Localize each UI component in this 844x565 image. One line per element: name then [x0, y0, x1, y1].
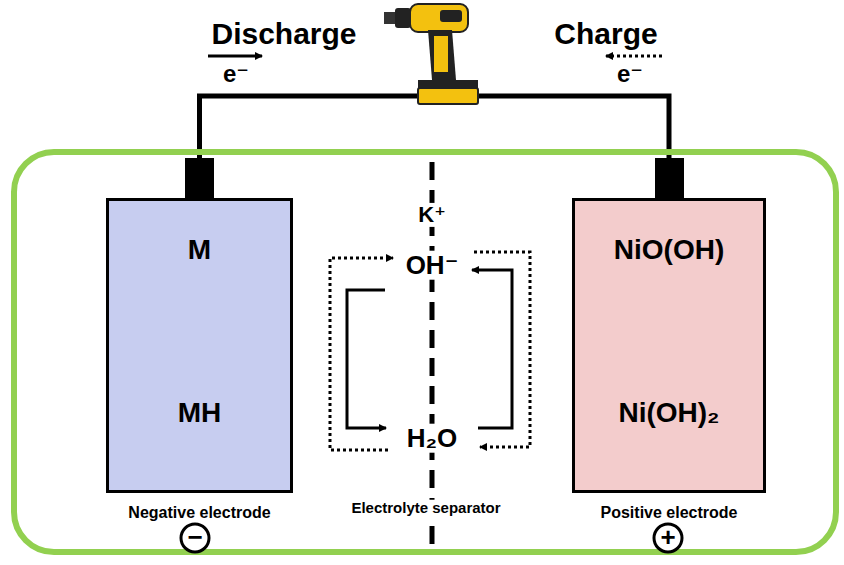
charge-arrow: [606, 55, 662, 58]
polarity-sign: −: [187, 523, 202, 552]
external-wire: [200, 96, 670, 198]
electrode-name: Positive electrode: [601, 504, 738, 522]
electron-label: e⁻: [617, 61, 643, 87]
discharge-loop: [472, 270, 512, 428]
ion-label: K⁺: [415, 203, 449, 227]
phase-label: Discharge: [211, 17, 356, 50]
negative-electrode: MMHNegative electrode: [106, 198, 293, 493]
chemical-species: M: [188, 234, 211, 266]
polarity-sign: +: [660, 523, 675, 552]
phase-label: Charge: [554, 17, 657, 50]
battery-casing: [14, 152, 836, 552]
chemical-species: MH: [178, 397, 222, 429]
electron-label: e⁻: [223, 61, 249, 87]
discharge-loop: [347, 290, 386, 428]
separator-label: Electrolyte separator: [348, 500, 503, 517]
positive-terminal: [655, 158, 684, 200]
chemical-species: NiO(OH): [614, 234, 724, 266]
discharge-arrow: [208, 55, 262, 58]
charge-loop: [474, 252, 530, 447]
chemical-species: Ni(OH)₂: [618, 397, 719, 429]
positive-electrode: NiO(OH)Ni(OH)₂Positive electrode: [572, 198, 766, 493]
electrode-name: Negative electrode: [128, 504, 270, 522]
ion-label: OH⁻: [403, 251, 462, 280]
negative-terminal: [185, 158, 214, 200]
charge-loop: [330, 258, 393, 450]
drill-icon: [384, 4, 478, 104]
molecule-label: H₂O: [404, 424, 461, 453]
